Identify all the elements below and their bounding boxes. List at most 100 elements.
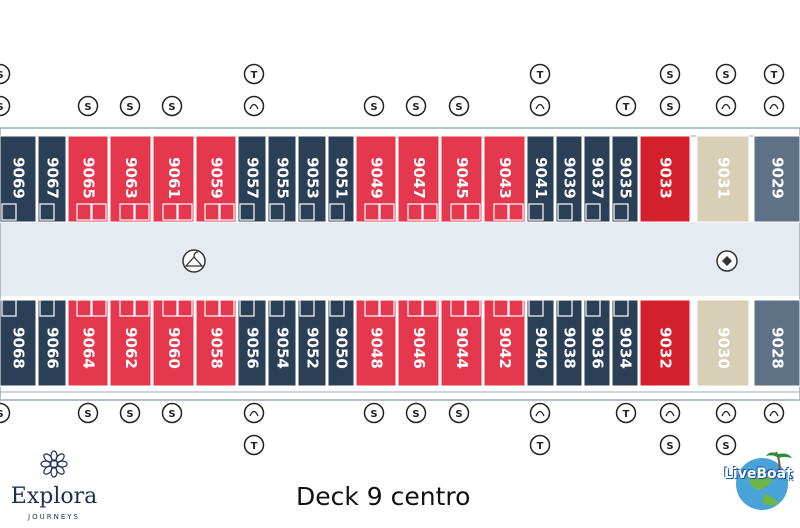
cabin-9047: 9047 bbox=[397, 135, 440, 223]
cabin-9058: 9058 bbox=[195, 299, 237, 387]
balcony-symbol bbox=[715, 95, 737, 117]
liveboat-watermark: LiveBoat .it bbox=[718, 444, 798, 524]
cabin-block bbox=[152, 135, 195, 223]
balcony-square bbox=[508, 203, 524, 221]
tub-symbol-ring bbox=[243, 434, 265, 456]
sofa-bed-symbol: S bbox=[405, 95, 427, 117]
balcony-square bbox=[39, 299, 55, 317]
cabin-9033: 9033 bbox=[639, 135, 691, 223]
cabin-number: 9044 bbox=[453, 327, 471, 369]
balcony-square bbox=[585, 299, 601, 317]
balcony-square bbox=[613, 203, 629, 221]
sofa-bed-symbol: S bbox=[448, 402, 470, 424]
cabin-block bbox=[195, 135, 237, 223]
sofa-bed-symbol-label: S bbox=[168, 409, 175, 420]
sofa-bed-symbol: S bbox=[77, 402, 99, 424]
cabin-number: 9035 bbox=[617, 157, 635, 199]
cabin-9061: 9061 bbox=[152, 135, 195, 223]
bath-symbol-ring bbox=[659, 402, 681, 424]
cabin-number: 9053 bbox=[304, 157, 322, 199]
tub-symbol-label: T bbox=[623, 102, 630, 113]
balcony-symbol-ring bbox=[715, 95, 737, 117]
cabin-block bbox=[355, 299, 397, 387]
cabin-number: 9043 bbox=[496, 157, 514, 199]
sofa-bed-symbol: S bbox=[715, 63, 737, 85]
balcony-square bbox=[422, 299, 438, 317]
cabin-block bbox=[526, 299, 555, 387]
cabin-number: 9065 bbox=[80, 157, 98, 199]
tub-symbol-label: T bbox=[771, 70, 778, 81]
cabin-number: 9033 bbox=[657, 157, 675, 199]
tub-symbol: T bbox=[615, 95, 637, 117]
balcony-square bbox=[407, 299, 423, 317]
tub-symbol-ring bbox=[763, 63, 785, 85]
accessible-symbol-ring bbox=[243, 402, 265, 424]
cabin-number: 9040 bbox=[532, 327, 550, 369]
cabin-number: 9051 bbox=[333, 157, 351, 199]
balcony-square bbox=[299, 299, 315, 317]
cabin-number: 9047 bbox=[410, 157, 428, 199]
cabin-9035: 9035 bbox=[611, 135, 639, 223]
cabin-block bbox=[440, 299, 483, 387]
sofa-bed-symbol: S bbox=[448, 95, 470, 117]
cabin-number: 9048 bbox=[368, 327, 386, 369]
sofa-bed-symbol: S bbox=[0, 95, 11, 117]
balcony-square bbox=[119, 299, 135, 317]
tub-symbol-label: T bbox=[251, 70, 258, 81]
cabin-9041: 9041 bbox=[526, 135, 555, 223]
sofa-bed-symbol-label: S bbox=[126, 102, 133, 113]
cabin-block bbox=[0, 135, 37, 223]
cabin-number: 9060 bbox=[165, 327, 183, 369]
balcony-square bbox=[407, 203, 423, 221]
cabin-9065: 9065 bbox=[67, 135, 109, 223]
cabin-block bbox=[327, 135, 355, 223]
balcony-square bbox=[422, 203, 438, 221]
cabin-block bbox=[297, 135, 327, 223]
cabin-9060: 9060 bbox=[152, 299, 195, 387]
cabin-number: 9045 bbox=[453, 157, 471, 199]
cabin-9036: 9036 bbox=[583, 299, 611, 387]
cabin-number: 9046 bbox=[410, 327, 428, 369]
cabin-number: 9052 bbox=[304, 327, 322, 369]
balcony-square bbox=[1, 203, 17, 221]
balcony-square bbox=[557, 299, 573, 317]
sofa-bed-symbol-label: S bbox=[455, 409, 462, 420]
balcony-square bbox=[162, 203, 178, 221]
cabin-number: 9068 bbox=[10, 327, 28, 369]
cabin-block bbox=[267, 299, 297, 387]
balcony-square bbox=[379, 299, 395, 317]
cabin-9040: 9040 bbox=[526, 299, 555, 387]
cabin-number: 9028 bbox=[769, 327, 787, 369]
sofa-bed-symbol-ring bbox=[77, 402, 99, 424]
sofa-bed-symbol-label: S bbox=[666, 102, 673, 113]
sofa-bed-symbol-ring bbox=[715, 63, 737, 85]
cabin-symbols: STTSSTSSSSSSSTSSSSSSSSTTTSS bbox=[0, 63, 785, 456]
elevator-shape bbox=[722, 256, 732, 266]
cabin-9062: 9062 bbox=[109, 299, 152, 387]
sofa-bed-symbol-label: S bbox=[84, 102, 91, 113]
liveboat-text: LiveBoat bbox=[724, 466, 793, 482]
sofa-bed-symbol: S bbox=[715, 434, 737, 456]
cabin-block bbox=[37, 135, 67, 223]
balcony-square bbox=[557, 203, 573, 221]
corridor bbox=[0, 222, 800, 296]
sofa-bed-symbol: S bbox=[363, 95, 385, 117]
cabin-block bbox=[639, 135, 691, 223]
balcony-square bbox=[91, 203, 107, 221]
cabin-9042: 9042 bbox=[483, 299, 526, 387]
balcony-square bbox=[299, 203, 315, 221]
cabin-number: 9034 bbox=[617, 327, 635, 369]
bath-symbol-glyph bbox=[665, 410, 675, 417]
bath-symbol-ring bbox=[763, 95, 785, 117]
cabin-block bbox=[526, 135, 555, 223]
cabin-block bbox=[555, 299, 583, 387]
tub-symbol: T bbox=[243, 63, 265, 85]
sofa-bed-symbol: S bbox=[0, 402, 11, 424]
hull-outline bbox=[0, 127, 800, 401]
tub-symbol-label: T bbox=[537, 70, 544, 81]
bath-symbol bbox=[763, 402, 785, 424]
cabin-9056: 9056 bbox=[237, 299, 267, 387]
sofa-bed-symbol-label: S bbox=[0, 70, 4, 81]
